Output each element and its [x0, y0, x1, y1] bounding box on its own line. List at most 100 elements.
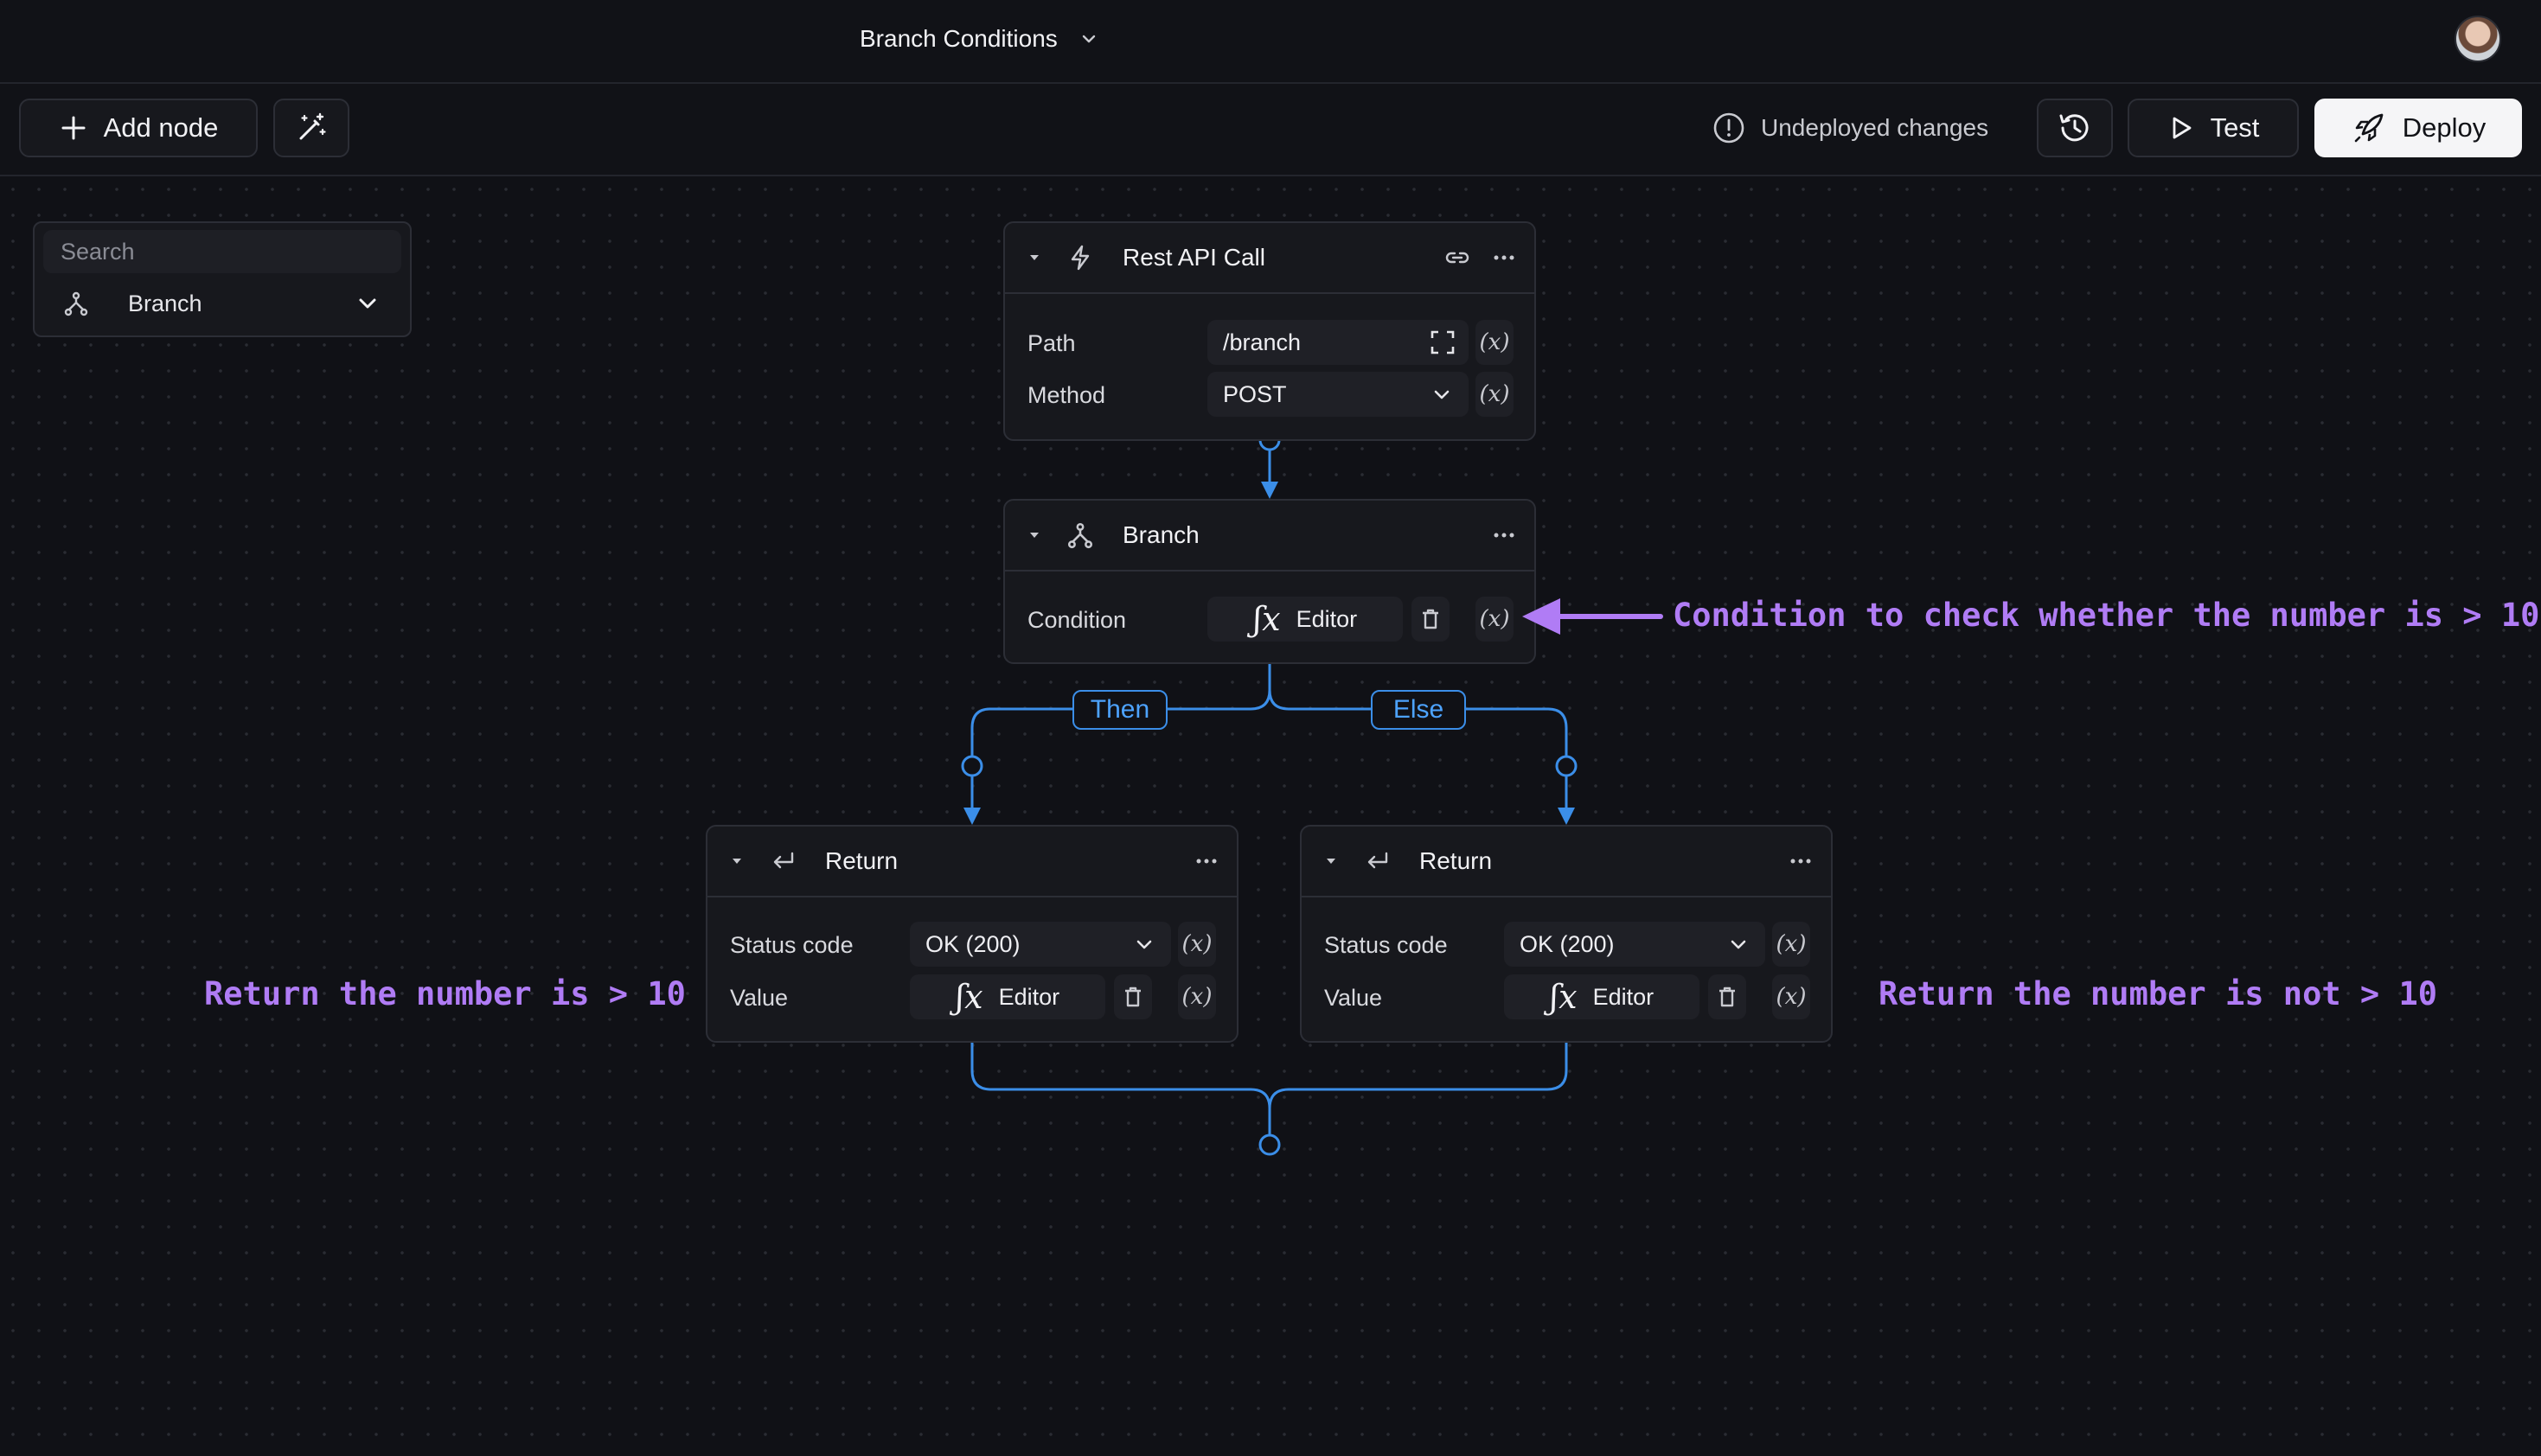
collapse-caret-icon[interactable] — [730, 854, 744, 868]
condition-label: Condition — [1027, 606, 1127, 633]
deploy-button[interactable]: Deploy — [2314, 99, 2522, 157]
link-icon[interactable] — [1443, 243, 1472, 272]
chevron-down-icon — [359, 298, 376, 309]
search-result-branch[interactable]: Branch — [43, 280, 401, 327]
edge-label-then: Then — [1072, 690, 1168, 730]
plus-icon — [61, 116, 86, 140]
ai-magic-button[interactable] — [273, 99, 349, 157]
node-header: Return — [707, 827, 1237, 897]
status-variable-button[interactable]: (x) — [1178, 922, 1216, 967]
add-node-button[interactable]: Add node — [19, 99, 258, 157]
workflow-title: Branch Conditions — [860, 25, 1058, 52]
user-avatar[interactable] — [2455, 16, 2501, 62]
return-icon — [1367, 852, 1388, 869]
edge-merge-right — [1268, 1043, 1568, 1109]
status-code-row: Status code — [1302, 922, 1831, 968]
else-label-text: Else — [1392, 695, 1444, 724]
variable-button-text: (x) — [1776, 984, 1807, 1010]
test-label: Test — [2210, 112, 2260, 143]
test-button[interactable]: Test — [2128, 99, 2299, 157]
value-label: Value — [730, 984, 789, 1011]
then-label-text: Then — [1090, 695, 1150, 724]
deploy-status: Undeployed changes — [1712, 99, 1988, 157]
function-icon: ʃx — [1252, 600, 1281, 638]
variable-button-text: (x) — [1479, 381, 1510, 407]
edge-label-else: Else — [1371, 690, 1466, 730]
path-label: Path — [1027, 329, 1076, 356]
branch-icon — [64, 291, 88, 316]
return-icon — [773, 852, 794, 869]
delete-value-button[interactable] — [1114, 974, 1152, 1019]
status-text: Undeployed changes — [1761, 114, 1989, 141]
workflow-title-dropdown[interactable]: Branch Conditions — [860, 19, 1098, 59]
chevron-down-icon — [1434, 390, 1450, 399]
variable-button-text: (x) — [1479, 329, 1510, 355]
delete-condition-button[interactable] — [1411, 597, 1450, 642]
path-value: /branch — [1223, 329, 1302, 355]
value-editor-button[interactable]: ʃx Editor — [1504, 974, 1699, 1019]
status-code-select[interactable]: OK (200) — [1504, 922, 1765, 967]
expand-icon[interactable] — [1429, 329, 1456, 356]
add-node-label: Add node — [103, 112, 219, 143]
method-variable-button[interactable]: (x) — [1475, 372, 1514, 417]
search-result-label: Branch — [128, 290, 202, 316]
editor-label: Editor — [1592, 983, 1655, 1010]
delete-value-button[interactable] — [1708, 974, 1746, 1019]
annotation-else: Return the number is not > 10 — [1879, 975, 2438, 1012]
collapse-caret-icon[interactable] — [1027, 528, 1041, 542]
node-title: Return — [1419, 847, 1493, 874]
node-title: Rest API Call — [1123, 244, 1265, 271]
status-variable-button[interactable]: (x) — [1772, 922, 1810, 967]
variable-button-text: (x) — [1181, 931, 1213, 957]
more-options-icon[interactable] — [1788, 848, 1814, 874]
history-button[interactable] — [2037, 99, 2113, 157]
path-input[interactable]: /branch — [1207, 320, 1469, 365]
node-return-then[interactable]: Return Status code OK (200) (x) Value ʃx… — [706, 825, 1238, 1043]
rocket-icon — [2354, 113, 2384, 143]
trash-icon — [1423, 609, 1438, 629]
variable-button-text: (x) — [1479, 606, 1510, 632]
status-code-select[interactable]: OK (200) — [910, 922, 1171, 967]
function-icon: ʃx — [1549, 978, 1578, 1016]
history-icon — [2059, 114, 2089, 142]
path-variable-button[interactable]: (x) — [1475, 320, 1514, 365]
more-options-icon[interactable] — [1491, 245, 1517, 271]
node-rest-api-call[interactable]: Rest API Call Path /branch (x) Method PO… — [1003, 221, 1536, 441]
collapse-caret-icon[interactable] — [1027, 251, 1041, 265]
value-editor-button[interactable]: ʃx Editor — [910, 974, 1105, 1019]
condition-row: Condition — [1005, 597, 1534, 643]
annotation-condition: Condition to check whether the number is… — [1673, 597, 2540, 634]
node-return-else[interactable]: Return Status code OK (200) (x) Value ʃx… — [1300, 825, 1833, 1043]
method-select[interactable]: POST — [1207, 372, 1469, 417]
variable-button-text: (x) — [1776, 931, 1807, 957]
node-branch[interactable]: Branch Condition ʃx Editor (x) — [1003, 499, 1536, 664]
function-icon: ʃx — [955, 978, 983, 1016]
toolbar: Add node Undeployed changes Test Deploy — [0, 84, 2541, 176]
more-options-icon[interactable] — [1491, 522, 1517, 548]
magic-wand-icon — [299, 112, 326, 140]
lightning-icon — [1071, 245, 1090, 271]
edge-merge-left — [970, 1043, 1271, 1134]
annotation-arrow — [1522, 598, 1663, 635]
method-value: POST — [1223, 380, 1287, 407]
value-variable-button[interactable]: (x) — [1772, 974, 1810, 1019]
value-row: Value — [707, 974, 1237, 1021]
condition-editor-button[interactable]: ʃx Editor — [1207, 597, 1403, 642]
editor-label: Editor — [998, 983, 1060, 1010]
node-title: Return — [825, 847, 899, 874]
method-row: Method — [1005, 372, 1534, 418]
more-options-icon[interactable] — [1194, 848, 1219, 874]
collapse-caret-icon[interactable] — [1324, 854, 1338, 868]
node-header: Rest API Call — [1005, 223, 1534, 294]
chevron-down-icon — [1082, 35, 1096, 43]
variable-button-text: (x) — [1181, 984, 1213, 1010]
node-search-input[interactable] — [43, 230, 401, 273]
status-code-row: Status code — [707, 922, 1237, 968]
trash-icon — [1125, 987, 1141, 1007]
condition-variable-button[interactable]: (x) — [1475, 597, 1514, 642]
branch-icon — [1067, 522, 1093, 549]
value-variable-button[interactable]: (x) — [1178, 974, 1216, 1019]
port-merge-out — [1258, 1134, 1281, 1156]
node-search-panel: Branch — [33, 221, 412, 337]
